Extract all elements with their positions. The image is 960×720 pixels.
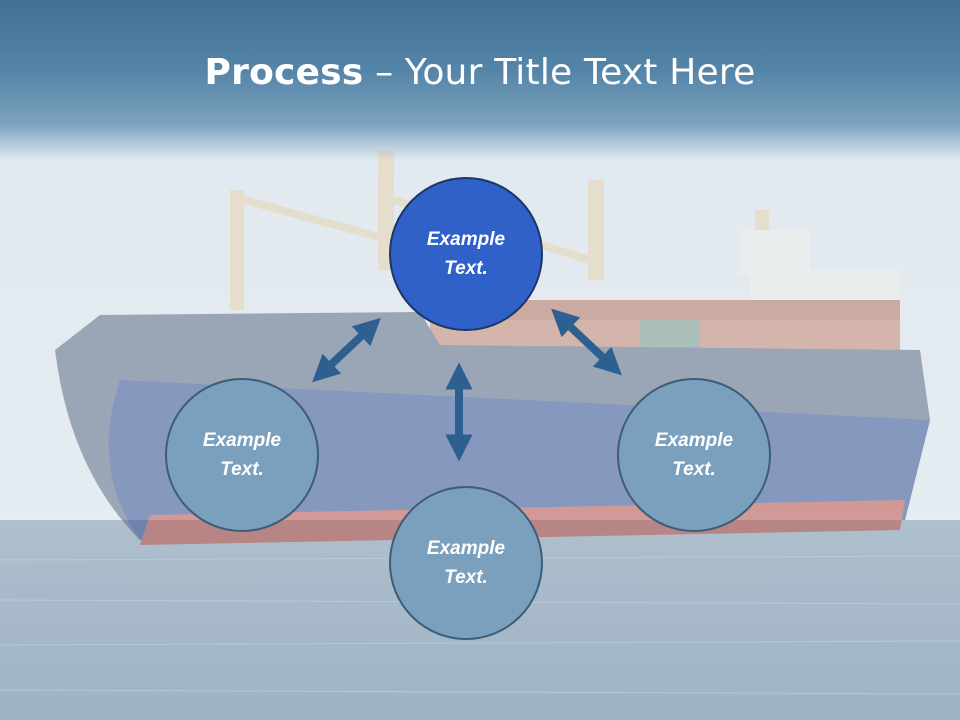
node-right-label: Example Text. [654,430,734,480]
node-top-label: Example Text. [426,229,506,279]
process-node-right[interactable]: Example Text. [617,378,771,532]
title-band [0,0,960,160]
title-bold-part: Process [204,52,364,93]
process-node-bottom[interactable]: Example Text. [389,486,543,640]
node-left-label: Example Text. [202,430,282,480]
title-rest-part: – Your Title Text Here [363,52,756,93]
process-node-left[interactable]: Example Text. [165,378,319,532]
process-node-top[interactable]: Example Text. [389,177,543,331]
slide-title: Process – Your Title Text Here [0,52,960,93]
node-bottom-label: Example Text. [426,538,506,588]
